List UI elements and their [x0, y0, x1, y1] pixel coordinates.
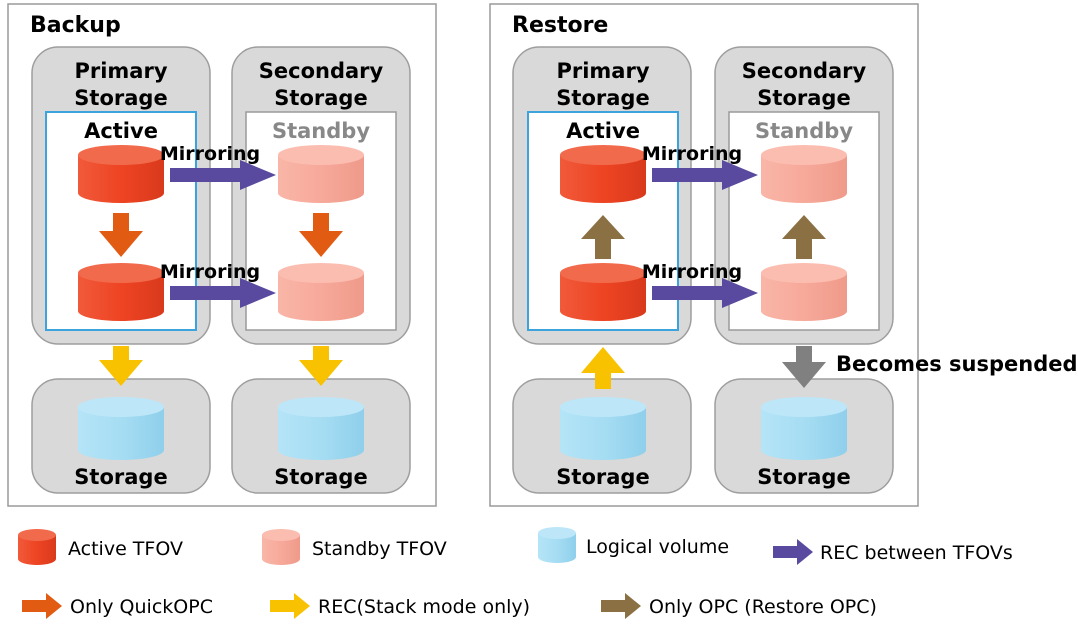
- restore-storage-label-right: Storage: [757, 465, 850, 489]
- legend-quickopc-arrow: [22, 593, 62, 619]
- restore-logical-volume-right: [761, 397, 847, 460]
- restore-panel: Restore Primary Storage Secondary Storag…: [489, 3, 1078, 507]
- legend-only-quickopc-label: Only QuickOPC: [70, 596, 213, 618]
- restore-primary-label-2: Storage: [556, 86, 649, 110]
- restore-opc-arrow-right: [782, 215, 826, 259]
- restore-standby-volume-top: [761, 145, 847, 203]
- backup-active-label: Active: [84, 119, 158, 143]
- backup-mirroring-arrow-1: [170, 160, 276, 190]
- backup-mirroring-label-1: Mirroring: [160, 143, 260, 165]
- legend-rec-tfov-arrow: [773, 539, 813, 565]
- backup-rec-stack-arrow-left: [99, 346, 143, 386]
- backup-title: Backup: [30, 13, 121, 38]
- backup-standby-label: Standby: [272, 119, 370, 143]
- legend-rec-between-tfovs-label: REC between TFOVs: [820, 542, 1013, 564]
- restore-title: Restore: [512, 13, 608, 38]
- backup-rec-stack-arrow-right: [299, 346, 343, 386]
- legend-standby-tfov-icon: [262, 529, 300, 565]
- legend-rec-stack-label: REC(Stack mode only): [318, 596, 530, 618]
- restore-mirroring-label-1: Mirroring: [642, 143, 742, 165]
- restore-rec-stack-arrow: [581, 347, 625, 389]
- backup-mirroring-arrow-2: [170, 278, 276, 308]
- restore-secondary-label-1: Secondary: [742, 59, 867, 83]
- restore-logical-volume-left: [560, 397, 646, 460]
- backup-active-volume-bottom: [78, 263, 164, 321]
- backup-quickopc-arrow-left: [99, 213, 143, 257]
- backup-panel: Backup Primary Storage Secondary Storage…: [7, 3, 437, 507]
- restore-suspended-note: Becomes suspended: [836, 352, 1078, 376]
- backup-active-volume-top: [78, 145, 164, 203]
- legend-logical-volume-icon: [538, 527, 576, 563]
- restore-primary-label-1: Primary: [556, 59, 649, 83]
- backup-secondary-label-1: Secondary: [259, 59, 384, 83]
- backup-logical-volume-left: [78, 397, 164, 460]
- legend: Active TFOV Standby TFOV Logical volume …: [18, 527, 1013, 619]
- legend-opc-arrow: [601, 593, 641, 619]
- legend-active-tfov-label: Active TFOV: [68, 538, 183, 560]
- legend-active-tfov-icon: [18, 529, 56, 565]
- backup-primary-label-1: Primary: [74, 59, 167, 83]
- restore-suspended-arrow: [782, 346, 826, 388]
- backup-quickopc-arrow-right: [299, 213, 343, 257]
- restore-mirroring-arrow-2: [652, 278, 758, 308]
- backup-primary-label-2: Storage: [74, 86, 167, 110]
- restore-standby-volume-bottom: [761, 263, 847, 321]
- restore-storage-label-left: Storage: [556, 465, 649, 489]
- restore-active-volume-top: [560, 145, 646, 203]
- restore-opc-arrow-left: [581, 215, 625, 259]
- backup-storage-label-right: Storage: [274, 465, 367, 489]
- restore-active-label: Active: [566, 119, 640, 143]
- restore-mirroring-label-2: Mirroring: [642, 261, 742, 283]
- backup-logical-volume-right: [278, 397, 364, 460]
- legend-logical-volume-label: Logical volume: [586, 536, 729, 558]
- backup-standby-volume-bottom: [278, 263, 364, 321]
- restore-mirroring-arrow-1: [652, 160, 758, 190]
- restore-standby-label: Standby: [755, 119, 853, 143]
- legend-standby-tfov-label: Standby TFOV: [312, 538, 447, 560]
- backup-secondary-label-2: Storage: [274, 86, 367, 110]
- backup-storage-label-left: Storage: [74, 465, 167, 489]
- legend-rec-stack-arrow: [270, 593, 310, 619]
- backup-standby-volume-top: [278, 145, 364, 203]
- legend-only-opc-label: Only OPC (Restore OPC): [649, 596, 877, 618]
- restore-active-volume-bottom: [560, 263, 646, 321]
- backup-mirroring-label-2: Mirroring: [160, 261, 260, 283]
- restore-secondary-label-2: Storage: [757, 86, 850, 110]
